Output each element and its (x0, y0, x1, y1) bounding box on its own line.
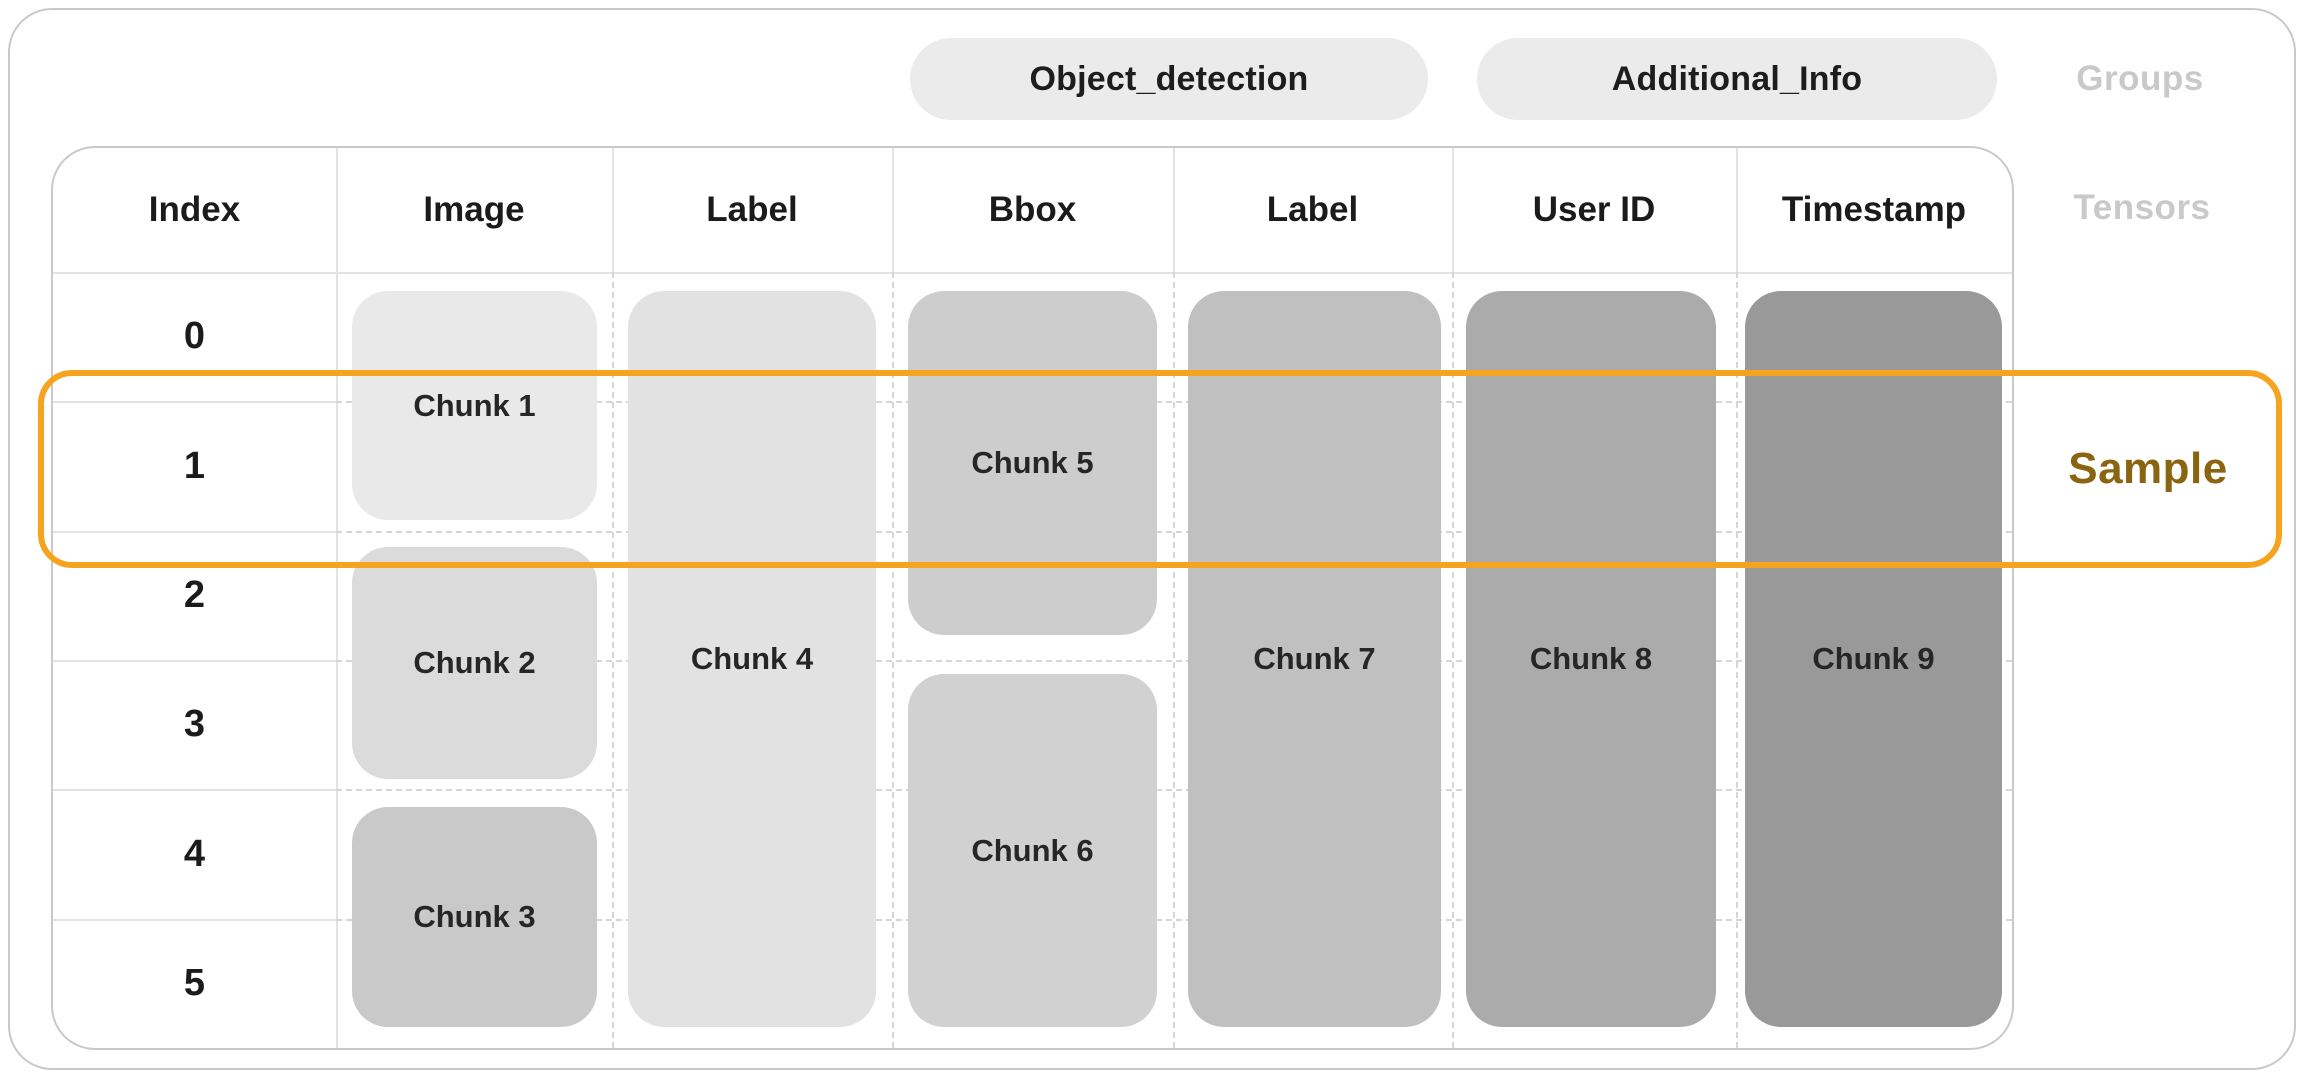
column-header-label-2: Label (1266, 190, 1359, 229)
grid-line (53, 401, 336, 403)
tensors-side-label: Tensors (2073, 188, 2211, 227)
column-divider-dashed (612, 272, 614, 1048)
index-cell-2: 2 (183, 574, 206, 616)
grid-line (53, 660, 336, 662)
groups-side-label: Groups (2076, 59, 2204, 98)
chunk-2: Chunk 2 (352, 547, 597, 779)
chunk-4: Chunk 4 (628, 291, 876, 1027)
column-divider-dashed (892, 272, 894, 1048)
column-header-image: Image (423, 190, 525, 229)
grid-line (1452, 148, 1454, 272)
index-cell-3: 3 (183, 703, 206, 745)
column-header-bbox: Bbox (988, 190, 1077, 229)
index-cell-1: 1 (183, 444, 206, 487)
grid-line (336, 148, 338, 1048)
grid-line (53, 789, 336, 791)
chunk-6: Chunk 6 (908, 674, 1157, 1027)
column-divider-dashed (1173, 272, 1175, 1048)
grid-line (892, 148, 894, 272)
group-pill-additional-info: Additional_Info (1477, 38, 1997, 120)
grid-line (53, 919, 336, 921)
chunk-1: Chunk 1 (352, 291, 597, 520)
grid-line (1736, 148, 1738, 272)
column-header-label-1: Label (706, 190, 798, 229)
grid-line (612, 148, 614, 272)
chunk-5: Chunk 5 (908, 291, 1157, 635)
group-pill-object-detection: Object_detection (910, 38, 1428, 120)
chunk-8: Chunk 8 (1466, 291, 1716, 1027)
tensor-table: Chunk 1 Chunk 2 Chunk 3 Chunk 4 Chunk 5 … (51, 146, 2014, 1050)
sample-label: Sample (2068, 444, 2228, 493)
sample-highlight-box (38, 370, 2282, 568)
column-header-user-id: User ID (1532, 190, 1656, 229)
chunk-3: Chunk 3 (352, 807, 597, 1027)
grid-line (53, 531, 336, 533)
column-header-index: Index (148, 190, 241, 229)
chunk-9: Chunk 9 (1745, 291, 2002, 1027)
chunk-7: Chunk 7 (1188, 291, 1441, 1027)
index-cell-0: 0 (183, 315, 206, 357)
column-header-timestamp: Timestamp (1781, 190, 1967, 229)
index-cell-5: 5 (183, 962, 206, 1004)
grid-line (53, 272, 2012, 274)
grid-line (1173, 148, 1175, 272)
column-divider-dashed (1736, 272, 1738, 1048)
index-cell-4: 4 (183, 832, 206, 875)
column-divider-dashed (1452, 272, 1454, 1048)
